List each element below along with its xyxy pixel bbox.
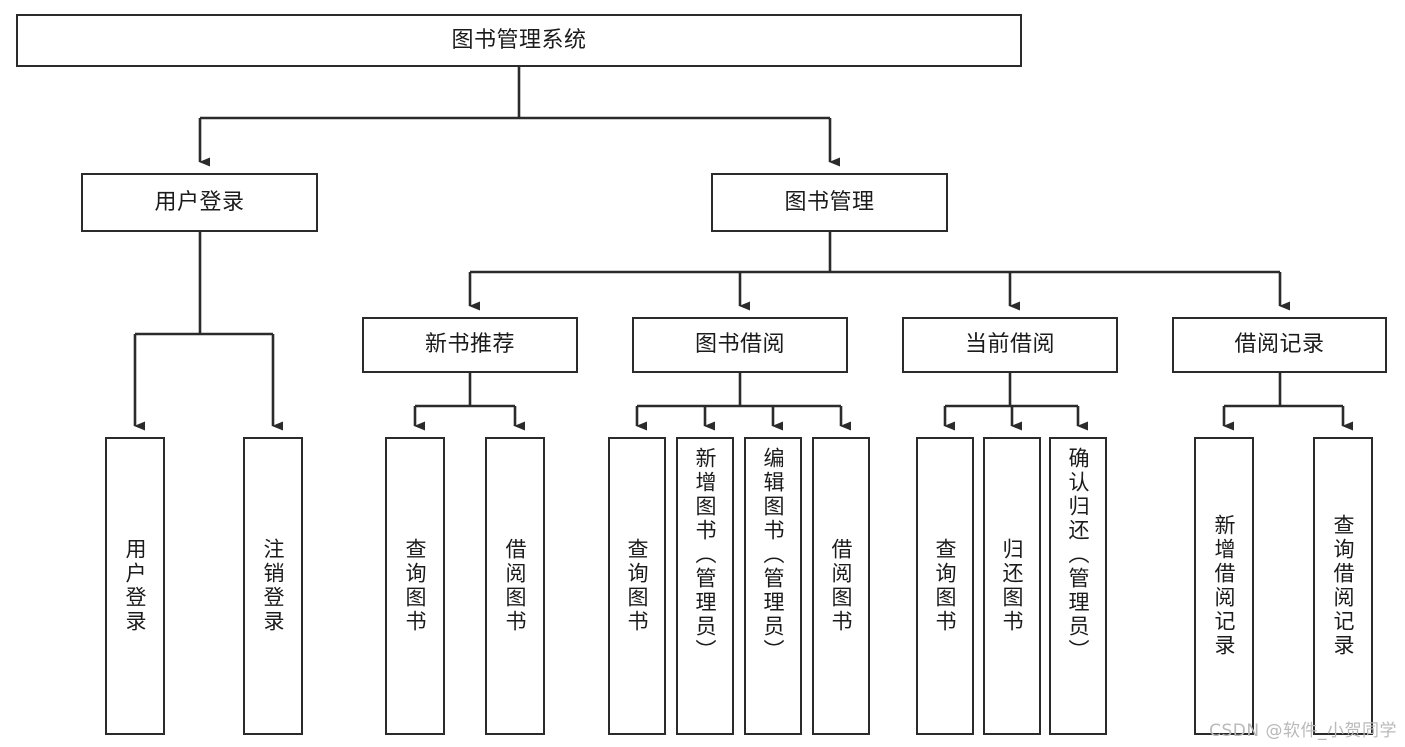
node-leaf-query-borrow-record[interactable]: 查询借阅记录 (1313, 437, 1373, 735)
node-label: 查询图书 (933, 538, 958, 634)
node-user-login[interactable]: 用户登录 (81, 173, 318, 232)
node-label: 用户登录 (123, 538, 148, 634)
node-leaf-user-login[interactable]: 用户登录 (105, 437, 165, 735)
node-label: 图书管理 (784, 189, 875, 215)
node-label: 图书管理系统 (451, 27, 587, 53)
node-label: 借阅记录 (1234, 332, 1325, 358)
node-leaf-borrow-book[interactable]: 借阅图书 (812, 437, 870, 735)
node-label: 查询图书 (403, 538, 428, 634)
node-label: 注销登录 (261, 538, 286, 634)
node-label: 新增借阅记录 (1212, 514, 1237, 658)
node-label: 查询图书 (625, 538, 650, 634)
node-leaf-borrow-book-recommend[interactable]: 借阅图书 (485, 437, 545, 735)
node-label: 借阅图书 (503, 538, 528, 634)
node-label: 编辑图书（管理员） (761, 447, 786, 663)
node-new-book-recommend[interactable]: 新书推荐 (362, 317, 578, 373)
node-leaf-confirm-return-admin[interactable]: 确认归还（管理员） (1049, 437, 1107, 735)
node-label: 新书推荐 (424, 332, 515, 358)
node-book-management[interactable]: 图书管理 (711, 173, 948, 232)
node-label: 归还图书 (1000, 538, 1025, 634)
node-leaf-query-book-borrow[interactable]: 查询图书 (608, 437, 666, 735)
node-leaf-return-book[interactable]: 归还图书 (983, 437, 1041, 735)
node-label: 当前借阅 (964, 332, 1055, 358)
watermark-text: CSDN @软件_小贺同学 (1209, 721, 1397, 741)
node-leaf-query-book-recommend[interactable]: 查询图书 (385, 437, 445, 735)
node-leaf-add-book-admin[interactable]: 新增图书（管理员） (676, 437, 734, 735)
node-leaf-logout-login[interactable]: 注销登录 (243, 437, 303, 735)
node-current-borrow[interactable]: 当前借阅 (902, 317, 1118, 373)
node-leaf-edit-book-admin[interactable]: 编辑图书（管理员） (744, 437, 802, 735)
node-leaf-add-borrow-record[interactable]: 新增借阅记录 (1194, 437, 1254, 735)
node-book-borrow[interactable]: 图书借阅 (632, 317, 848, 373)
node-root-system[interactable]: 图书管理系统 (16, 14, 1022, 67)
node-label: 借阅图书 (829, 538, 854, 634)
node-label: 确认归还（管理员） (1066, 447, 1091, 663)
node-label: 新增图书（管理员） (693, 447, 718, 663)
node-leaf-query-book-current[interactable]: 查询图书 (916, 437, 974, 735)
node-label: 图书借阅 (694, 332, 785, 358)
node-borrow-record[interactable]: 借阅记录 (1172, 317, 1387, 373)
node-label: 查询借阅记录 (1331, 514, 1356, 658)
node-label: 用户登录 (154, 189, 245, 215)
